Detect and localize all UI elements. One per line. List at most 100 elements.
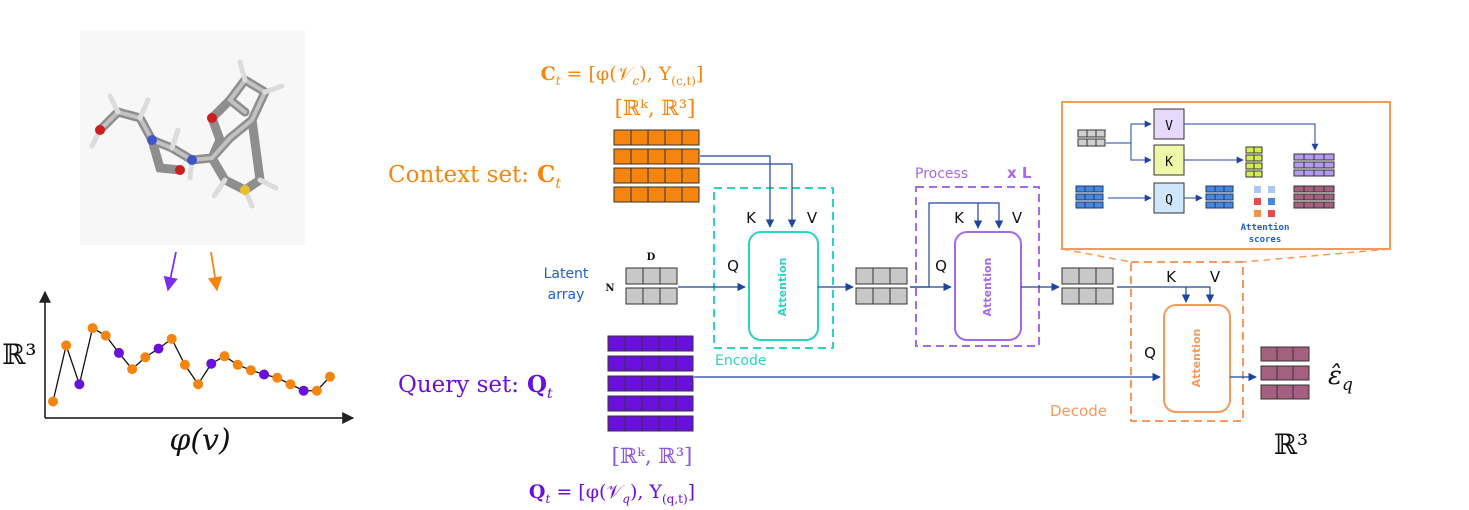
query-cell bbox=[607, 395, 626, 412]
inset-query-out-cell bbox=[1223, 201, 1234, 209]
context-cell bbox=[630, 167, 649, 184]
inset-grids bbox=[1075, 129, 1335, 217]
inset-keys-cell bbox=[1253, 154, 1263, 162]
context-cell bbox=[647, 148, 666, 165]
context-point bbox=[245, 365, 256, 376]
inset-query-out-cell bbox=[1223, 185, 1234, 193]
process-v: V bbox=[1012, 209, 1023, 227]
inset-query-cell bbox=[1075, 201, 1086, 209]
attention-score-cell bbox=[1254, 198, 1261, 205]
context-point bbox=[179, 359, 190, 370]
inset-keys-cell bbox=[1245, 154, 1255, 162]
encoded-latent-grid bbox=[855, 267, 908, 305]
query-point bbox=[153, 343, 164, 354]
molecule-3d-render-icon bbox=[80, 30, 305, 245]
query-point bbox=[259, 369, 270, 380]
inset-keys-cell bbox=[1245, 146, 1255, 154]
query-cell bbox=[675, 335, 694, 352]
inset-query-cell bbox=[1084, 201, 1095, 209]
query-cell bbox=[624, 335, 643, 352]
output-space: ℝ³ bbox=[1274, 428, 1309, 461]
latent-encoded-cell bbox=[889, 267, 908, 285]
inset-scores-label-2: scores bbox=[1249, 235, 1282, 245]
inset-v-block bbox=[1153, 108, 1185, 140]
decode-k: K bbox=[1166, 268, 1177, 286]
attention-score-cell bbox=[1254, 186, 1261, 193]
context-point bbox=[48, 396, 58, 407]
latent-array-grid bbox=[625, 267, 678, 305]
context-cell bbox=[630, 129, 649, 146]
query-space: [ℝᵏ, ℝ³] bbox=[612, 444, 693, 468]
context-point bbox=[272, 372, 283, 383]
attention-score-cell bbox=[1254, 210, 1261, 217]
process-box bbox=[915, 186, 1040, 347]
plot-x-label: φ(v) bbox=[169, 423, 230, 458]
inset-latent-cell bbox=[1086, 129, 1097, 138]
inset-q: Q bbox=[1165, 193, 1173, 208]
context-set-label: Context set:Ct bbox=[388, 161, 561, 192]
context-cell bbox=[681, 167, 700, 184]
query-cell bbox=[641, 375, 660, 392]
inset-values-out-cell bbox=[1323, 201, 1335, 209]
output-cell bbox=[1292, 346, 1310, 362]
output-cell bbox=[1292, 365, 1310, 381]
context-space: [ℝᵏ, ℝ³] bbox=[615, 96, 696, 120]
inset-q-block bbox=[1153, 182, 1185, 214]
output-grid bbox=[1260, 346, 1310, 400]
inset-values-out-cell bbox=[1303, 193, 1315, 201]
inset-query-cell bbox=[1093, 193, 1104, 201]
context-point bbox=[100, 330, 111, 341]
context-cell bbox=[647, 167, 666, 184]
latent-processed-cell bbox=[1095, 287, 1114, 305]
inset-query-cell bbox=[1084, 193, 1095, 201]
latent-label: Latent bbox=[544, 266, 589, 282]
inset-values-out-cell bbox=[1323, 185, 1335, 193]
context-point bbox=[285, 379, 296, 390]
context-point bbox=[219, 351, 230, 362]
context-cell bbox=[613, 186, 632, 203]
latent-cell bbox=[642, 287, 661, 305]
inset-query-out-cell bbox=[1223, 193, 1234, 201]
inset-keys-cell bbox=[1253, 170, 1263, 178]
decode-v: V bbox=[1210, 268, 1221, 286]
latent-encoded-cell bbox=[889, 287, 908, 305]
query-cell bbox=[658, 335, 677, 352]
encode-v: V bbox=[807, 209, 818, 227]
inset-arrow-6 bbox=[1184, 123, 1319, 151]
output-cell bbox=[1260, 346, 1278, 362]
query-cell bbox=[607, 355, 626, 372]
attention-score-cell bbox=[1268, 210, 1275, 217]
latent-cell bbox=[659, 287, 678, 305]
inset-keys-cell bbox=[1253, 162, 1263, 170]
inset-values-cell bbox=[1323, 169, 1335, 177]
latent-dim-d: D bbox=[647, 252, 656, 263]
decode-attention-block bbox=[1163, 304, 1231, 413]
inset-zoom-line bbox=[1061, 248, 1132, 263]
inset-zoom-line-2 bbox=[1242, 248, 1391, 263]
context-cell bbox=[630, 148, 649, 165]
query-cell bbox=[641, 335, 660, 352]
context-cell bbox=[681, 129, 700, 146]
query-cell bbox=[675, 395, 694, 412]
inset-query-out-cell bbox=[1214, 201, 1225, 209]
context-point bbox=[325, 371, 335, 382]
processed-latent-grid bbox=[1061, 267, 1114, 305]
query-cell bbox=[624, 395, 643, 412]
inset-values-cell bbox=[1313, 169, 1325, 177]
context-point bbox=[87, 323, 98, 334]
context-cell bbox=[664, 148, 683, 165]
context-formula: Ct = [φ(𝒱c), Y(c,t)] bbox=[541, 63, 704, 88]
decode-attention-label: Attention bbox=[1190, 329, 1203, 388]
output-symbol: ε̂q bbox=[1328, 361, 1353, 395]
latent-encoded-cell bbox=[855, 267, 874, 285]
query-set-grid bbox=[607, 335, 694, 432]
inset-query-cell bbox=[1084, 185, 1095, 193]
inset-values-cell bbox=[1323, 153, 1335, 161]
context-cell bbox=[613, 167, 632, 184]
inset-values-out-cell bbox=[1313, 201, 1325, 209]
inset-keys-cell bbox=[1245, 162, 1255, 170]
query-cell bbox=[675, 355, 694, 372]
process-attention-label: Attention bbox=[981, 258, 994, 317]
output-cell bbox=[1276, 384, 1294, 400]
inset-latent-cell bbox=[1086, 138, 1097, 147]
